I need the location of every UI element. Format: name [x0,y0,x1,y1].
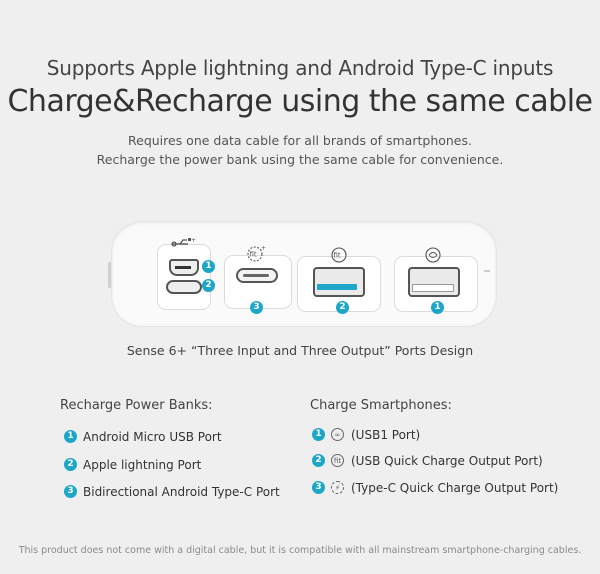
usb1-port [408,267,460,297]
lightning-port [166,280,202,294]
ports-caption: Sense 6+ “Three Input and Three Output” … [126,343,474,358]
list-item: 2 Apple lightning Port [64,458,201,472]
usb-quick-charge-port [313,267,365,297]
port-badge: 1 [431,301,444,314]
description-line-1: Requires one data cable for all brands o… [128,133,472,148]
item-label: (Type-C Quick Charge Output Port) [351,481,559,495]
item-label: Bidirectional Android Type-C Port [83,485,280,499]
item-label: Apple lightning Port [83,458,202,472]
list-item: 3 ⚡ (Type-C Quick Charge Output Port) [312,481,558,495]
fit-icon: fit + [247,245,266,262]
description-line-2: Recharge the power bank using the same c… [96,152,504,167]
power-bank-side-button [108,262,112,288]
number-badge: 3 [312,481,325,494]
usb-quick-charge-port-tongue [317,284,357,290]
item-label: (USB Quick Charge Output Port) [351,454,543,468]
page-title: Charge&Recharge using the same cable [7,84,593,119]
port-badge: 1 [202,260,215,273]
list-item: 1 Android Micro USB Port [64,430,222,444]
usb-symbol-icon: + [171,237,196,247]
list-item: 2 fit (USB Quick Charge Output Port) [312,454,543,468]
smart-charge-icon [425,247,441,263]
svg-text:fit: fit [250,251,257,259]
fit-icon: fit [331,247,347,263]
charge-title: Charge Smartphones: [310,398,452,413]
list-item: 1 ∞ (USB1 Port) [312,428,420,442]
list-item: 3 Bidirectional Android Type-C Port [64,485,280,499]
fast-charge-icon: ⚡ [331,481,344,494]
number-badge: 2 [64,458,77,471]
smart-charge-icon: ∞ [331,428,344,441]
port-badge: 2 [336,301,349,314]
number-badge: 1 [312,428,325,441]
power-bank-seam [484,270,490,272]
svg-text:+: + [191,237,196,244]
number-badge: 2 [312,454,325,467]
footnote: This product does not come with a digita… [18,545,582,556]
usb1-port-tongue [412,284,454,292]
item-label: Android Micro USB Port [83,430,222,444]
subtitle: Supports Apple lightning and Android Typ… [46,56,554,80]
number-badge: 3 [64,485,77,498]
port-badge: 3 [250,301,263,314]
number-badge: 1 [64,430,77,443]
item-label: (USB1 Port) [351,428,421,442]
port-badge: 2 [202,279,215,292]
svg-text:+: + [261,245,266,252]
recharge-title: Recharge Power Banks: [60,398,213,413]
typec-port-contacts [243,274,269,277]
fit-icon: fit [331,454,344,467]
micro-usb-port-contacts [175,266,191,269]
input-port-group [157,244,211,310]
svg-text:fit: fit [334,252,341,260]
